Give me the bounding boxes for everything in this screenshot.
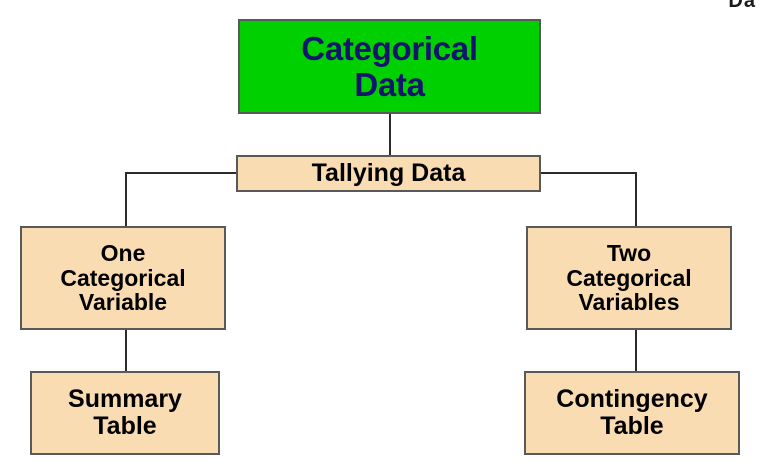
node-contingency-table: Contingency Table — [524, 371, 740, 455]
node-summary-table: Summary Table — [30, 371, 220, 455]
node-tallying-data: Tallying Data — [236, 155, 541, 192]
connector-tallying-to-two-categorical-vertical — [635, 172, 637, 227]
connector-two-categorical-to-contingency-table — [635, 329, 637, 372]
connector-one-categorical-to-summary-table — [125, 329, 127, 372]
cut-off-text-artifact: Da — [728, 0, 756, 12]
node-two-categorical-variables: Two Categorical Variables — [526, 226, 732, 330]
connector-tallying-to-one-categorical-vertical — [125, 172, 127, 227]
node-categorical-data: Categorical Data — [238, 19, 541, 114]
node-one-categorical-variable: One Categorical Variable — [20, 226, 226, 330]
connector-tallying-to-one-categorical-horizontal — [125, 172, 237, 174]
connector-root-to-tallying — [389, 113, 391, 156]
connector-tallying-to-two-categorical-horizontal — [540, 172, 636, 174]
